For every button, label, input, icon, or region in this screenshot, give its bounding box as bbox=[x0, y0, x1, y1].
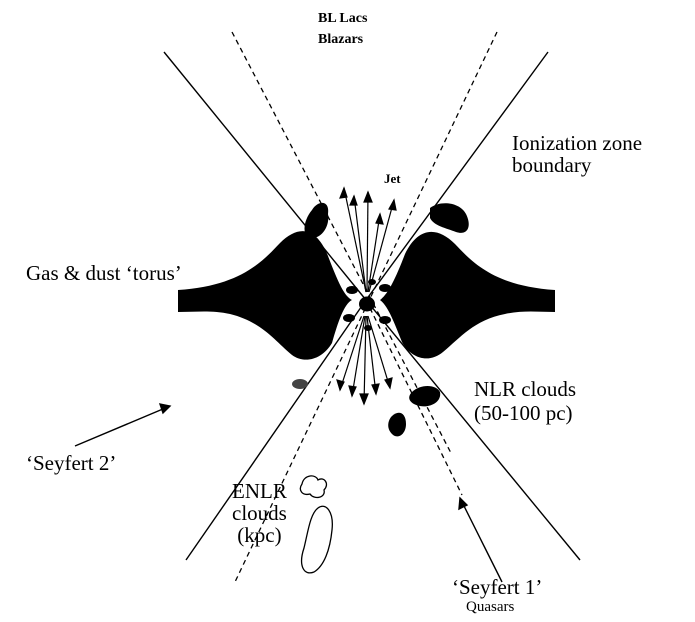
nlr-cloud-upper-left bbox=[305, 203, 329, 238]
seyfert1-label: ‘Seyfert 1’ bbox=[452, 576, 542, 598]
nlr-cloud-small-left bbox=[292, 379, 308, 389]
blr-cloud bbox=[346, 286, 358, 294]
enlr-cloud-large bbox=[302, 506, 333, 573]
bl-lacs-label: BL Lacs bbox=[318, 12, 367, 27]
quasars-label: Quasars bbox=[466, 600, 514, 616]
central-engine bbox=[359, 297, 375, 312]
seyfert1-arrow bbox=[459, 498, 502, 582]
jet-label: Jet bbox=[384, 172, 401, 186]
nlr-cloud-upper-right bbox=[430, 203, 469, 233]
blr-cloud bbox=[343, 314, 355, 322]
enlr-cloud-small bbox=[300, 476, 326, 498]
blazars-label: Blazars bbox=[318, 33, 367, 48]
enlr-clouds-label: clouds bbox=[232, 502, 287, 524]
nlr-cloud-lower-center bbox=[388, 413, 406, 437]
nlr-cloud-lower-right bbox=[409, 386, 440, 406]
nlr-clouds-label: NLR clouds bbox=[474, 378, 576, 400]
enlr-scale-label: (kpc) bbox=[232, 524, 287, 546]
torus-right-lobe bbox=[380, 232, 555, 359]
blr-cloud bbox=[379, 284, 391, 292]
enlr-label: ENLR bbox=[232, 480, 287, 502]
seyfert2-arrow bbox=[75, 404, 170, 446]
torus-label: Gas & dust ‘torus’ bbox=[26, 262, 182, 284]
seyfert2-label: ‘Seyfert 2’ bbox=[26, 452, 116, 474]
jet-arrows-up bbox=[340, 188, 396, 292]
ionization-boundary-label: boundary bbox=[512, 154, 642, 176]
ionization-zone-label: Ionization zone bbox=[512, 132, 642, 154]
blr-cloud bbox=[379, 316, 391, 324]
nlr-scale-label: (50-100 pc) bbox=[474, 402, 576, 424]
